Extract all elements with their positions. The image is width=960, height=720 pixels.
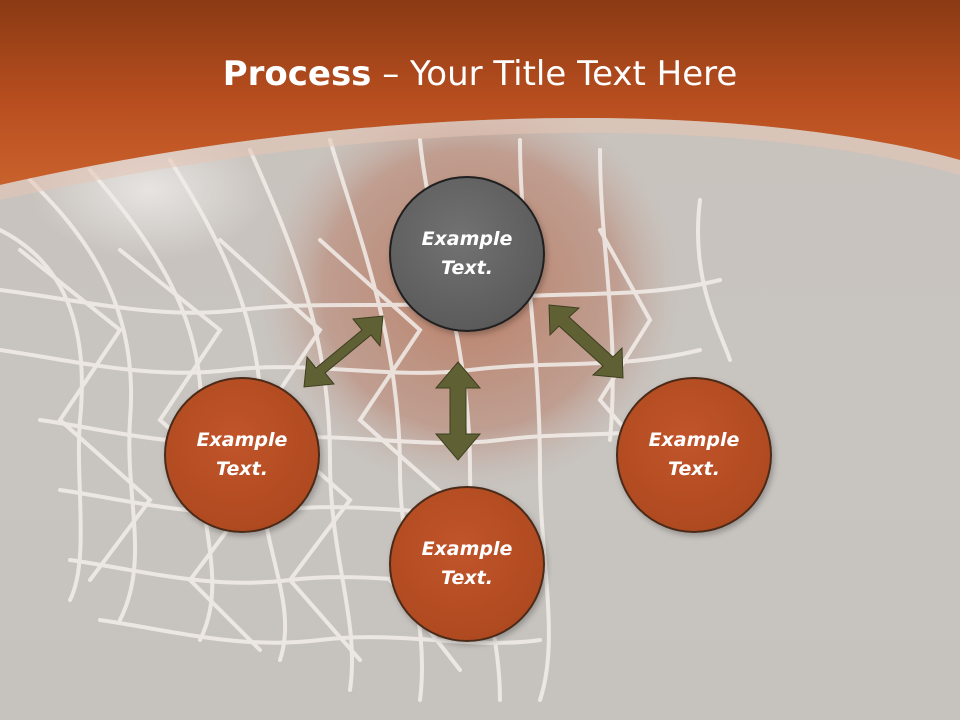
header-band (0, 0, 960, 185)
process-node-top[interactable]: Example Text. (389, 176, 545, 332)
process-node-left-label: Example Text. (196, 429, 288, 480)
process-node-right[interactable]: Example Text. (616, 377, 772, 533)
arrow-top-left (303, 315, 384, 388)
header-arc-highlight (0, 117, 960, 200)
title-bold: Process (222, 54, 372, 94)
process-node-bottom[interactable]: Example Text. (389, 486, 545, 642)
slide-title: Process – Your Title Text Here (0, 52, 960, 96)
arrow-vertical (434, 361, 482, 461)
process-node-top-label: Example Text. (421, 228, 513, 279)
process-node-left[interactable]: Example Text. (164, 377, 320, 533)
process-node-right-label: Example Text. (648, 429, 740, 480)
process-node-bottom-label: Example Text. (421, 538, 513, 589)
arrow-top-right (548, 304, 624, 379)
title-rest: – Your Title Text Here (371, 54, 738, 94)
